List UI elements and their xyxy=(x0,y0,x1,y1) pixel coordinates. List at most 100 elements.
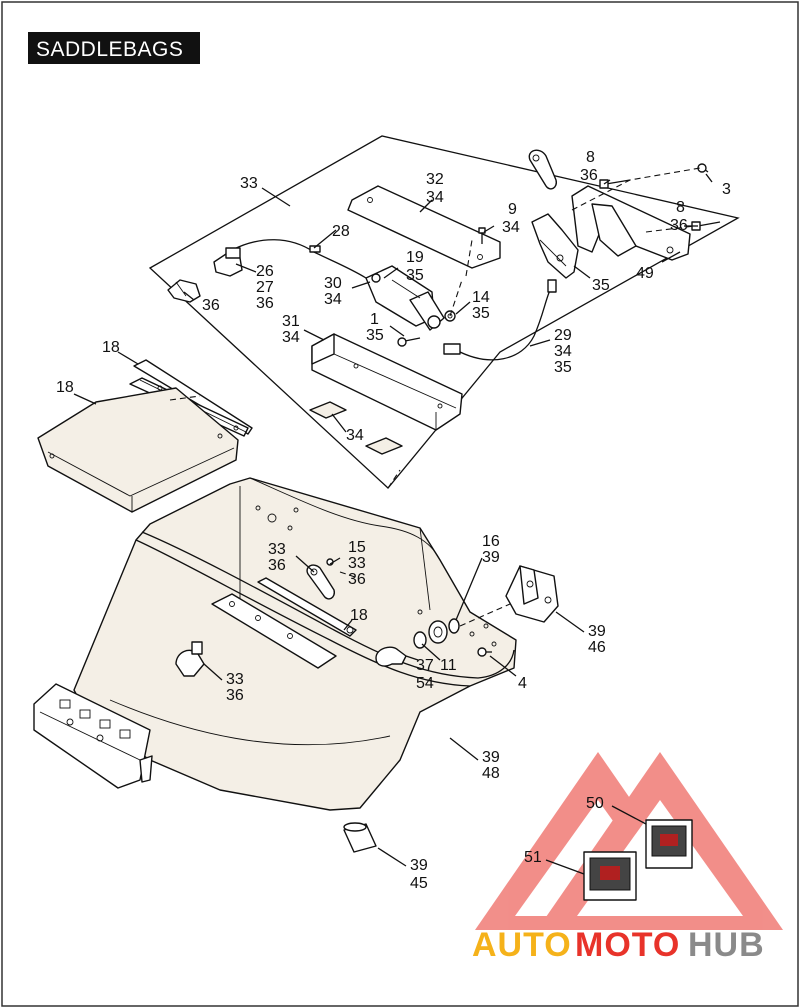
hinge-bushing xyxy=(413,618,460,649)
callout-39: 39 xyxy=(588,623,606,640)
release-cable xyxy=(455,285,553,361)
callout-39: 39 xyxy=(482,549,500,566)
callout-19: 19 xyxy=(406,249,424,266)
mounting-rail xyxy=(33,683,153,789)
page-title: SADDLEBAGS xyxy=(36,38,183,61)
callout-34: 34 xyxy=(554,343,572,360)
bag-latch-lever xyxy=(306,558,336,600)
wire-clip xyxy=(167,279,201,303)
assembly-line-bag-1 xyxy=(169,395,201,401)
callout-labels: 33 32 34 8 36 3 8 36 9 34 28 19 35 26 27… xyxy=(56,149,731,892)
callout-33: 33 xyxy=(268,541,286,558)
callout-8: 8 xyxy=(586,149,595,166)
callout-36: 36 xyxy=(226,687,244,704)
callout-18: 18 xyxy=(350,607,368,624)
title-tag: SADDLEBAGS xyxy=(28,32,200,64)
assembly-line-bag-4 xyxy=(387,469,401,489)
callout-34: 34 xyxy=(282,329,300,346)
callout-18: 18 xyxy=(56,379,74,396)
assembly-line-bag-2 xyxy=(339,571,359,579)
callout-36: 36 xyxy=(268,557,286,574)
callout-33: 33 xyxy=(226,671,244,688)
callout-9: 9 xyxy=(508,201,517,218)
latch-catch xyxy=(175,641,205,677)
kit-panel-outline xyxy=(148,135,740,489)
callout-45: 45 xyxy=(410,875,428,892)
decal-50 xyxy=(645,819,693,869)
callout-35: 35 xyxy=(472,305,490,322)
callout-34: 34 xyxy=(426,189,444,206)
callout-35: 35 xyxy=(554,359,572,376)
callout-14: 14 xyxy=(472,289,490,306)
callout-35: 35 xyxy=(592,277,610,294)
callout-26: 26 xyxy=(256,263,274,280)
bag-liner xyxy=(37,387,239,513)
callout-16: 16 xyxy=(482,533,500,550)
callout-36: 36 xyxy=(348,571,366,588)
callout-39: 39 xyxy=(482,749,500,766)
wire-connector xyxy=(309,245,321,253)
lock-cylinder xyxy=(375,646,407,667)
callout-31: 31 xyxy=(282,313,300,330)
leader-lines xyxy=(73,173,713,875)
hinge-bracket xyxy=(505,565,559,623)
logo-text-hub: HUB xyxy=(688,926,765,964)
latch-tray xyxy=(311,333,463,431)
hinge-latch-bracket xyxy=(531,185,691,279)
callout-39: 39 xyxy=(410,857,428,874)
callout-1: 1 xyxy=(370,311,379,328)
logo-text-auto: AUTO xyxy=(472,926,572,964)
callout-35: 35 xyxy=(366,327,384,344)
assembly-line-washer xyxy=(449,279,463,317)
latch-lever xyxy=(528,149,558,190)
callout-15: 15 xyxy=(348,539,366,556)
callout-37: 37 xyxy=(416,657,434,674)
latch-screw xyxy=(397,337,421,347)
callout-29: 29 xyxy=(554,327,572,344)
callout-30: 30 xyxy=(324,275,342,292)
callout-51: 51 xyxy=(524,849,542,866)
callout-33: 33 xyxy=(240,175,258,192)
callout-36: 36 xyxy=(670,217,688,234)
callout-36: 36 xyxy=(580,167,598,184)
hinge-pin-cover xyxy=(343,822,377,853)
callout-3: 3 xyxy=(722,181,731,198)
assembly-line-bag-3 xyxy=(459,603,511,627)
callout-33: 33 xyxy=(348,555,366,572)
saddlebag-shell xyxy=(73,477,517,811)
cable-end-fitting xyxy=(443,279,557,355)
callout-49: 49 xyxy=(636,265,654,282)
plate-screw xyxy=(478,227,486,244)
latch-mechanism xyxy=(365,265,445,331)
callout-18: 18 xyxy=(102,339,120,356)
callout-46: 46 xyxy=(588,639,606,656)
callout-54: 54 xyxy=(416,675,434,692)
callout-50: 50 xyxy=(586,795,604,812)
callout-35: 35 xyxy=(406,267,424,284)
callout-36: 36 xyxy=(202,297,220,314)
callout-34: 34 xyxy=(346,427,364,444)
assembly-line-kit-3 xyxy=(465,239,473,277)
callout-4: 4 xyxy=(518,675,527,692)
logo-triangles xyxy=(475,752,783,930)
hinge-screw xyxy=(477,647,492,657)
callout-11: 11 xyxy=(440,657,457,674)
callout-36: 36 xyxy=(256,295,274,312)
callout-8: 8 xyxy=(676,199,685,216)
assembly-line-kit-1 xyxy=(571,167,701,211)
bag-strap xyxy=(257,577,357,637)
electrical-connector xyxy=(213,247,243,277)
logo-text-moto: MOTO xyxy=(575,926,680,964)
callout-34: 34 xyxy=(324,291,342,308)
wire-harness xyxy=(231,239,367,279)
callout-34: 34 xyxy=(502,219,520,236)
callout-27: 27 xyxy=(256,279,274,296)
adhesive-pads xyxy=(309,401,403,455)
decal-51 xyxy=(583,851,637,901)
assembly-line-kit-2 xyxy=(645,225,695,233)
callout-32: 32 xyxy=(426,171,444,188)
callout-48: 48 xyxy=(482,765,500,782)
callout-28: 28 xyxy=(332,223,350,240)
